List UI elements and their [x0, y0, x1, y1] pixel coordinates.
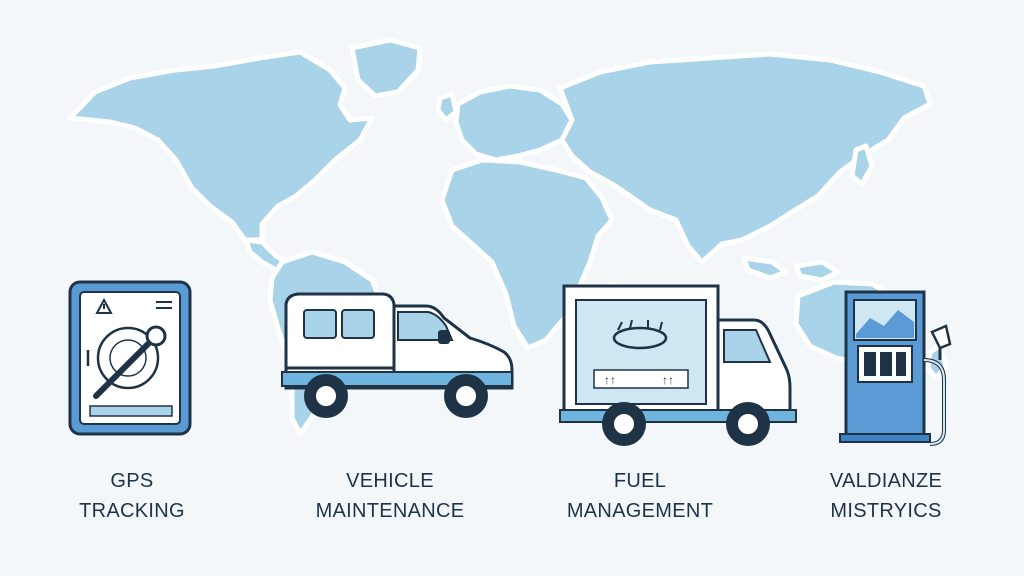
fuel-pump-icon [839, 290, 952, 446]
feature-label-gps: GPS TRACKING [50, 466, 214, 526]
british-isles [435, 91, 459, 123]
feature-label-line2: MAINTENANCE [315, 500, 465, 522]
ring-emblem-icon [612, 326, 668, 350]
feature-label-fuel: FUEL MANAGEMENT [540, 466, 740, 526]
feature-label-line2: TRACKING [79, 500, 185, 522]
indonesia-east [793, 259, 841, 283]
indonesia-west [741, 255, 789, 281]
gps-tablet-icon [68, 280, 192, 436]
feature-label-line2: MISTRYICS [830, 500, 942, 522]
feature-label-line1: GPS [110, 470, 154, 492]
warning-icon [95, 297, 113, 314]
feature-label-line1: VEHICLE [346, 470, 434, 492]
japan [849, 143, 875, 187]
feature-label-line2: MANAGEMENT [566, 500, 714, 522]
feature-label-vehicle: VEHICLE MAINTENANCE [290, 466, 490, 526]
asia [557, 51, 933, 265]
feature-label-metrics: VALDIANZE MISTRYICS [806, 466, 966, 526]
svg-text:↑↑: ↑↑ [662, 373, 674, 387]
feature-label-line1: VALDIANZE [829, 470, 943, 492]
feature-label-line1: FUEL [613, 470, 667, 492]
north-america [67, 49, 375, 243]
wrench-icon [93, 339, 153, 399]
svg-text:↑↑: ↑↑ [604, 373, 616, 387]
europe [453, 83, 575, 163]
van-icon [281, 292, 514, 418]
box-truck-icon: ↑↑ ↑↑ [559, 284, 797, 446]
greenland [349, 37, 423, 99]
